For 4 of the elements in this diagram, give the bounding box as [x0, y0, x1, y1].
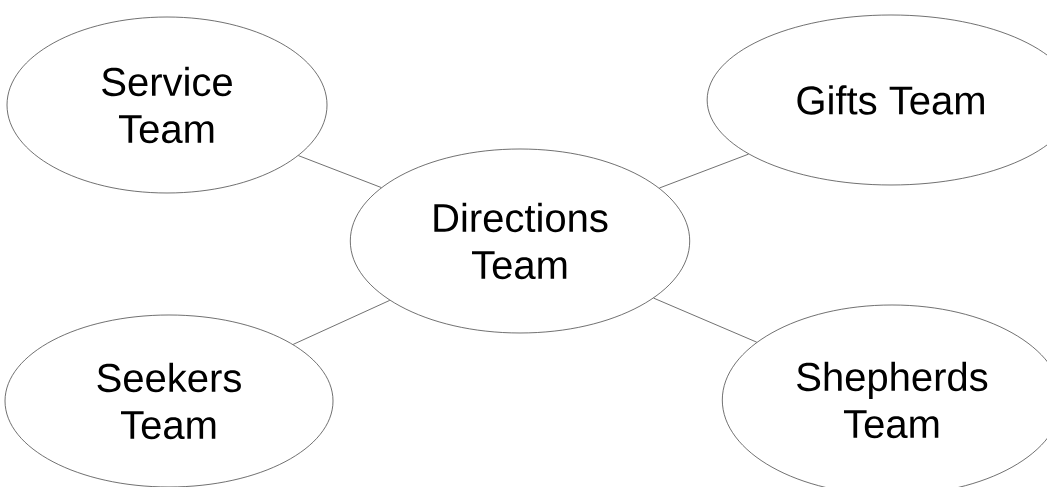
connector-line: [653, 297, 758, 343]
connector-line: [292, 300, 391, 345]
connector-line: [298, 155, 382, 188]
connector-line: [659, 153, 749, 189]
